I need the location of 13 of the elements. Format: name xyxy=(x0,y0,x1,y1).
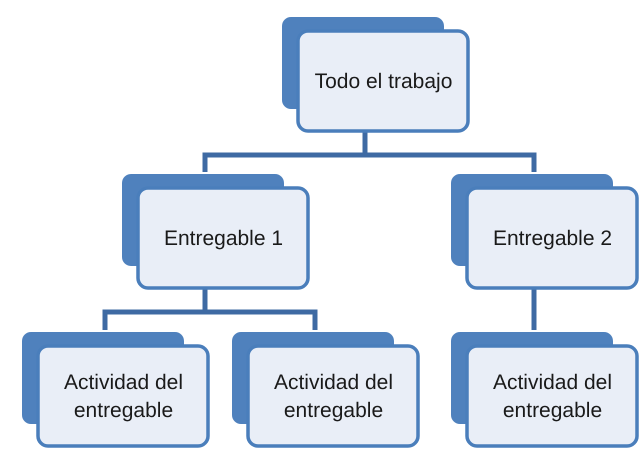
node-label: Entregable 1 xyxy=(164,226,284,252)
node-label: Entregable 2 xyxy=(492,226,612,252)
stacked-card xyxy=(20,330,210,448)
node-label: Actividad del entregable xyxy=(62,370,184,424)
stacked-card xyxy=(449,172,639,290)
stacked-card xyxy=(230,330,420,448)
node-label: Actividad del entregable xyxy=(272,370,394,424)
connector-line xyxy=(532,289,536,330)
stacked-card xyxy=(120,172,310,290)
stacked-card xyxy=(280,15,470,133)
node-label: Todo el trabajo xyxy=(314,68,452,95)
node-label: Actividad del entregable xyxy=(492,370,614,424)
stacked-card xyxy=(449,330,639,448)
